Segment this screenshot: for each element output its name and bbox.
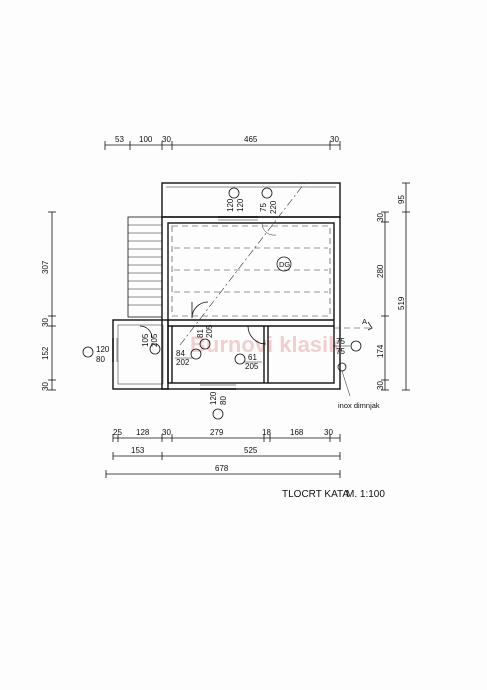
bottom-dim-168: 168 [290,428,304,437]
left-dimension-line: 307 30 152 30 [41,211,56,391]
bottom-dim-128: 128 [136,428,150,437]
drawing-title: TLOCRT KATA M. 1:100 [282,489,385,500]
left-dim-30a: 30 [41,318,50,327]
right-dim-519: 519 [397,296,406,310]
terrace-outline [161,182,341,218]
section-label: A [362,317,367,326]
bottom-dim-25: 25 [113,428,122,437]
bottom-dim-30a: 30 [162,428,171,437]
top-windows [218,216,277,236]
opening-mid-w: 81 [196,329,205,338]
right-dim-280: 280 [376,264,385,278]
bottom-window [200,384,236,390]
opening-left-h: 80 [96,355,105,364]
scale-text: M. 1:100 [346,489,385,500]
stair-label: DG [279,260,290,269]
bottom-dim-279: 279 [210,428,224,437]
opening-mid-h: 205 [205,324,214,338]
opening-labels: 120 120 75 220 120 80 105 205 81 205 84 … [82,187,362,420]
opening-right-h: 75 [336,347,345,356]
top-dim-53: 53 [115,135,124,144]
room-label-h: 202 [176,358,190,367]
door-label-h: 205 [245,362,259,371]
opening-right-w: 75 [336,337,345,346]
left-dim-152: 152 [41,346,50,360]
title-text: TLOCRT KATA [282,489,349,500]
right-dimension-lines: 30 280 174 30 95 519 [376,182,410,391]
chimney-label: inox dimnjak [338,401,380,410]
bottom-dimension-lines: 25 128 30 279 18 168 30 153 525 678 [105,428,341,478]
left-dim-30b: 30 [41,382,50,391]
right-dim-30bottom: 30 [376,381,385,390]
opening-small-h: 205 [150,333,159,347]
section-mark: A [334,317,373,331]
bottom-dim-18: 18 [262,428,271,437]
chimney: inox dimnjak [337,362,380,410]
watermark-text: Burnovi klasik [190,332,341,357]
bottom-dim-153: 153 [131,446,145,455]
exterior-stair [127,216,163,318]
right-dim-30top: 30 [376,213,385,222]
main-walls [112,216,341,390]
top-dim-100: 100 [139,135,153,144]
bottom-dim-30b: 30 [324,428,333,437]
opening-small-w: 105 [141,333,150,347]
opening-left-w: 120 [96,345,110,354]
top-dim-30b: 30 [330,135,339,144]
opening-bottom-w: 120 [209,391,218,405]
right-dim-174: 174 [376,344,385,358]
top-dim-465: 465 [244,135,258,144]
opening-top-right-h: 220 [269,200,278,214]
top-dim-30a: 30 [162,135,171,144]
bottom-dim-525: 525 [244,446,258,455]
right-dim-95: 95 [397,195,406,204]
opening-top-right-w: 75 [259,203,268,212]
room-label-w: 84 [176,349,185,358]
stair-marker: DG [276,256,292,272]
opening-bottom-h: 80 [219,396,228,405]
opening-top-left-w: 120 [226,198,235,212]
annex-window [112,338,118,362]
door-label-w: 61 [248,353,257,362]
opening-top-left-h: 120 [236,198,245,212]
bottom-dim-678: 678 [215,464,229,473]
top-dimension-line: 53 100 30 465 30 [104,135,341,150]
door-swings [139,301,267,345]
attic-area [171,179,331,346]
left-dim-307: 307 [41,260,50,274]
